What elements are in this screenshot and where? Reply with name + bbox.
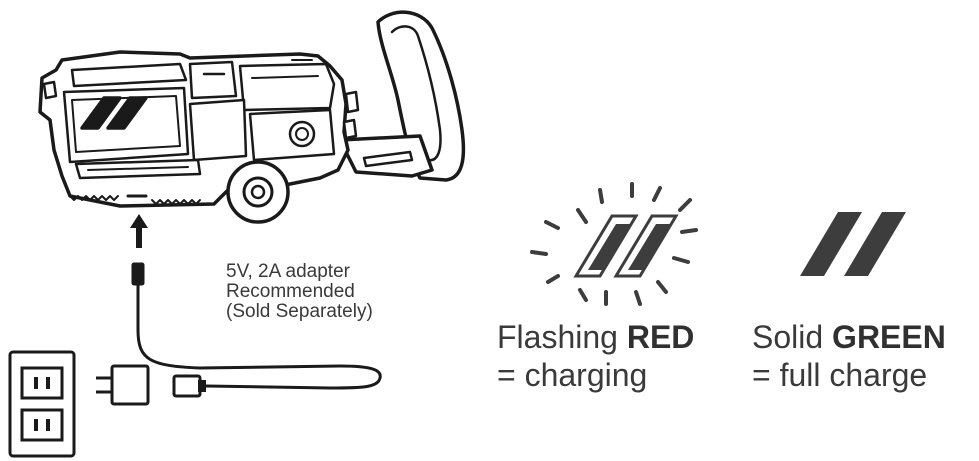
blaster-device [38,10,466,224]
charging-status-label: Flashing RED = charging [497,318,694,394]
adapter-note-line-3: (Sold Separately) [226,301,373,322]
adapter-note-line-1: 5V, 2A adapter [226,261,350,282]
full-charge-status-title: Solid GREEN [752,318,946,356]
charging-arrow-icon [130,214,148,248]
charging-status-meaning: = charging [497,357,648,393]
charging-status-color: RED [626,319,695,355]
full-charge-status-meaning: = full charge [752,357,928,393]
full-charge-status-prefix: Solid [752,319,833,355]
adapter-note-line-2: Recommended [226,281,355,302]
usb-plug-icon [172,374,206,398]
wall-outlet-icon [8,350,76,458]
charging-status-prefix: Flashing [497,319,627,355]
solid-indicator-icon [800,212,906,276]
adapter-note: 5V, 2A adapter Recommended (Sold Separat… [226,262,373,322]
full-charge-status-color: GREEN [832,319,946,355]
full-charge-status-label: Solid GREEN = full charge [752,318,946,394]
charging-status-title: Flashing RED [497,318,694,356]
usb-cable [131,262,382,390]
flashing-indicator-icon [530,182,698,306]
wall-adapter-icon [96,364,150,406]
